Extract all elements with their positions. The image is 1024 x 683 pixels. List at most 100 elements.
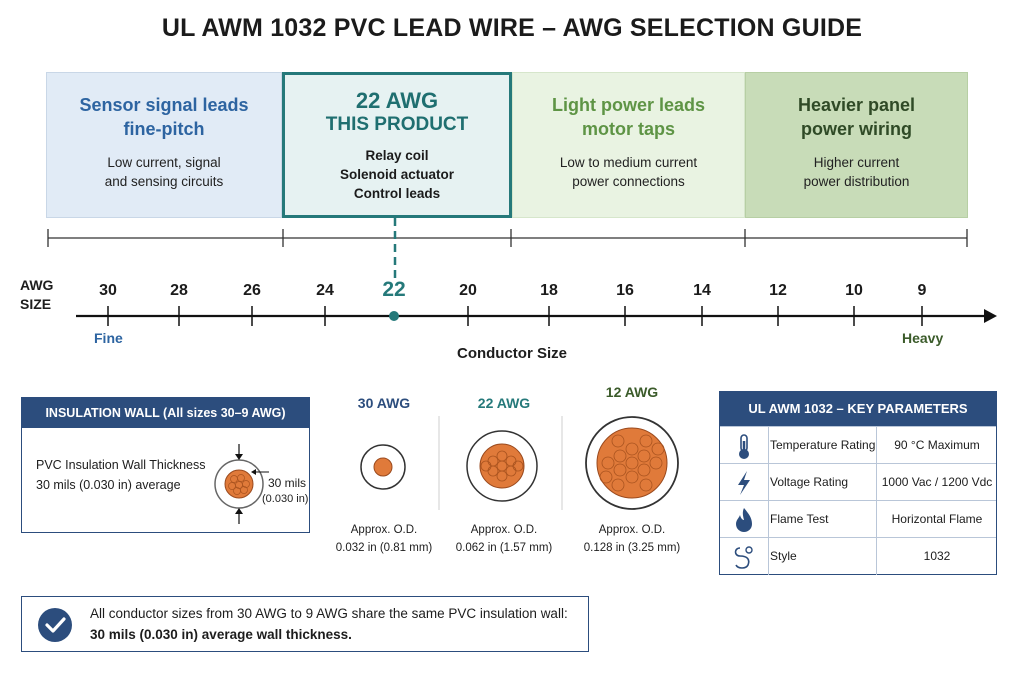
panel-heading: Heavier panel (797, 95, 916, 115)
heavy-label: Heavy (902, 330, 944, 346)
cross-section-diagrams (360, 416, 679, 510)
cross-section-12awg (585, 416, 679, 510)
od-label: Approx. O.D. (470, 524, 538, 536)
od-label: Approx. O.D. (350, 524, 418, 536)
params-row-flame: Flame Test Horizontal Flame (720, 500, 996, 538)
lightning-bolt-icon (738, 471, 750, 495)
product-marker (389, 311, 399, 321)
params-row-voltage: Voltage Rating 1000 Vac / 1200 Vdc (720, 463, 996, 501)
param-value: 90 °C Maximum (894, 438, 980, 452)
panel-desc-line: Control leads (353, 186, 441, 201)
panel-heavier-power: Heavier panel power wiring Higher curren… (745, 72, 968, 218)
panel-desc: Higher current power distribution (746, 153, 967, 191)
panel-desc: Low to medium current power connections (513, 153, 744, 191)
cross-section-label: 22 AWG (477, 395, 531, 411)
scale-caption: Conductor Size (456, 345, 567, 362)
panel-desc-line: power distribution (803, 174, 910, 189)
od-label: Approx. O.D. (598, 524, 666, 536)
param-label: Flame Test (770, 512, 829, 526)
page-title: UL AWM 1032 PVC LEAD WIRE – AWG SELECTIO… (161, 14, 863, 42)
panel-heading-2: power wiring (800, 119, 912, 139)
cross-section-label: 12 AWG (605, 384, 659, 400)
column-divider (876, 427, 877, 464)
column-divider (876, 501, 877, 538)
range-bracket (47, 229, 968, 247)
tick-label-9: 9 (917, 282, 927, 299)
column-divider (876, 464, 877, 501)
fine-label: Fine (94, 330, 123, 346)
conductor-core (224, 469, 254, 499)
od-30awg: Approx. O.D. 0.032 in (0.81 mm) (324, 521, 444, 557)
key-parameters-table: UL AWM 1032 – KEY PARAMETERS Temperature… (719, 391, 997, 575)
panel-desc: Low current, signal and sensing circuits (47, 153, 281, 191)
od-value: 0.062 in (1.57 mm) (455, 542, 553, 554)
params-icon-cell (720, 427, 769, 464)
scale-axis-label: AWG SIZE (20, 276, 53, 314)
panel-light-power: Light power leads motor taps Low to medi… (512, 72, 745, 218)
cross-section-label: 30 AWG (357, 395, 411, 411)
tick-label-10: 10 (845, 282, 863, 299)
param-value: 1000 Vac / 1200 Vdc (881, 475, 993, 489)
panel-desc-line: and sensing circuits (104, 174, 224, 189)
params-row-style: Style 1032 (720, 537, 996, 575)
note-line-1: All conductor sizes from 30 AWG to 9 AWG… (90, 606, 568, 621)
axis-label-line: SIZE (20, 296, 52, 312)
insulation-line-2: 30 mils (0.030 in) average (36, 478, 181, 492)
tick-label-20: 20 (459, 282, 477, 299)
arrow-down-icon (235, 454, 243, 460)
panel-desc-line: Relay coil (365, 148, 429, 163)
strand-pattern (228, 474, 250, 495)
od-value: 0.032 in (0.81 mm) (335, 542, 433, 554)
insulation-diagram (214, 444, 269, 524)
panel-sensor-signal: Sensor signal leads fine-pitch Low curre… (46, 72, 282, 218)
param-label: Voltage Rating (770, 475, 849, 489)
flame-icon (736, 508, 752, 532)
scale-axis (76, 309, 997, 323)
params-row-temperature: Temperature Rating 90 °C Maximum (720, 426, 996, 464)
tick-label-30: 30 (99, 282, 117, 299)
callout-line-2: (0.030 in) (262, 493, 309, 505)
panel-heading-2: THIS PRODUCT (325, 114, 469, 135)
tick-label-18: 18 (540, 282, 558, 299)
checkmark-icon (38, 608, 72, 642)
param-value: 1032 (923, 549, 951, 563)
panel-heading: 22 AWG (355, 88, 439, 113)
callout-arrow-icon (251, 469, 256, 475)
panel-desc: Relay coil Solenoid actuator Control lea… (285, 146, 509, 203)
param-value: Horizontal Flame (891, 512, 983, 526)
wire-coil-icon (734, 546, 753, 569)
insulation-header: INSULATION WALL (All sizes 30–9 AWG) (22, 398, 309, 428)
tick-label-14: 14 (693, 282, 711, 299)
panel-this-product: 22 AWG THIS PRODUCT Relay coil Solenoid … (282, 72, 512, 218)
cross-section-30awg (360, 444, 406, 490)
panel-heading-2: fine-pitch (123, 119, 205, 139)
param-label: Style (770, 549, 797, 563)
scale-ticks (107, 306, 923, 326)
params-header: UL AWM 1032 – KEY PARAMETERS (720, 392, 996, 426)
params-icon-cell (720, 538, 769, 575)
param-label: Temperature Rating (770, 438, 876, 452)
tick-label-26: 26 (243, 282, 261, 299)
params-icon-cell (720, 501, 769, 538)
panel-desc-line: Solenoid actuator (339, 167, 454, 182)
callout-line-1: 30 mils (268, 476, 307, 490)
panel-desc-line: Higher current (813, 155, 900, 170)
insulation-line-1: PVC Insulation Wall Thickness (36, 458, 206, 472)
tick-label-22: 22 (382, 278, 406, 301)
panel-desc-line: Low current, signal (107, 155, 221, 170)
panel-heading: Sensor signal leads (79, 95, 249, 115)
tick-label-28: 28 (170, 282, 188, 299)
column-divider (876, 538, 877, 575)
tick-label-12: 12 (769, 282, 787, 299)
panel-heading-2: motor taps (581, 119, 675, 139)
tick-label-24: 24 (316, 282, 334, 299)
axis-label-line: AWG (20, 277, 54, 293)
params-icon-cell (720, 464, 769, 501)
cross-section-22awg (466, 430, 538, 502)
arrow-up-icon (235, 508, 243, 514)
od-12awg: Approx. O.D. 0.128 in (3.25 mm) (570, 521, 694, 557)
insulation-wall-box: INSULATION WALL (All sizes 30–9 AWG) PVC… (21, 397, 310, 533)
panel-heading: Light power leads (551, 95, 706, 115)
panel-desc-line: Low to medium current (559, 155, 698, 170)
